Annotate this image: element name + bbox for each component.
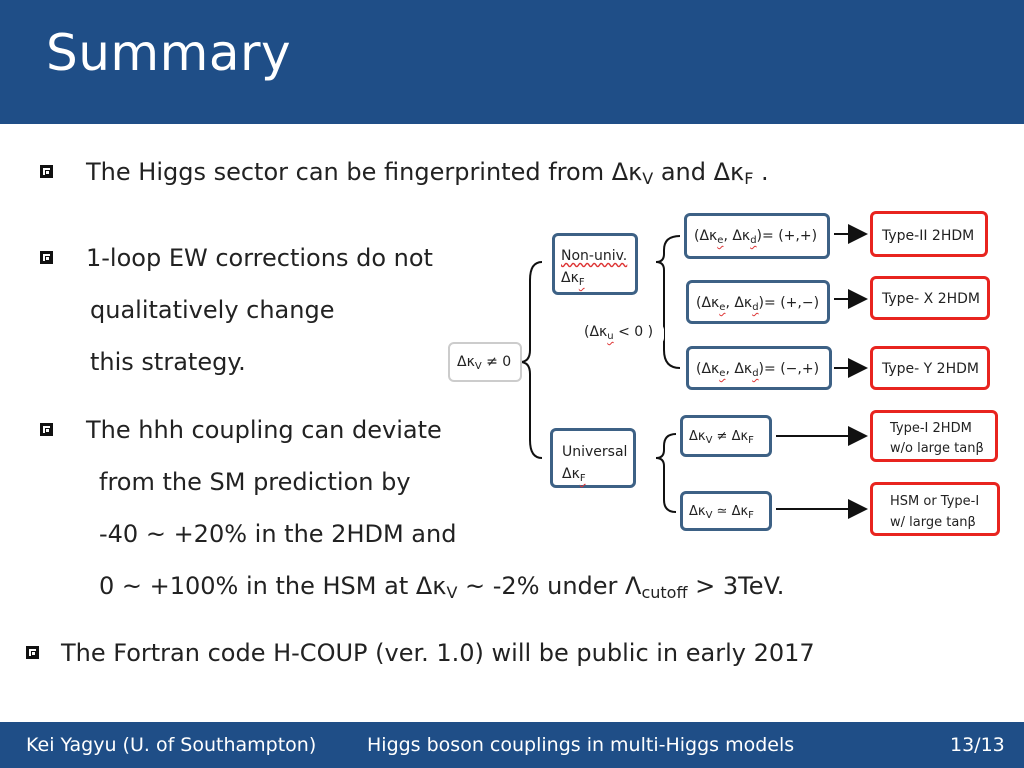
text-part: , Δκ xyxy=(725,361,753,377)
bullet-hhh-line3: -40 ~ +20% in the 2HDM and xyxy=(99,520,457,548)
text-part: Δκ xyxy=(689,504,706,519)
subscript: e xyxy=(717,235,724,246)
nonuniv-box: Non-univ. ΔκF xyxy=(552,233,638,295)
footer-page-number: 13/13 xyxy=(950,734,1005,756)
bullet-ew-line3: this strategy. xyxy=(90,348,246,376)
text-part: (Δκ xyxy=(584,324,608,340)
subscript: d xyxy=(750,235,757,246)
text-part: . xyxy=(753,158,769,186)
bullet-ew-line1: 1-loop EW corrections do not xyxy=(86,244,433,272)
subscript: F xyxy=(578,277,585,288)
sign-pm-box: (Δκe, Δκd)= (+,−) xyxy=(686,280,830,324)
hsm-box: HSM or Type-I w/ large tanβ xyxy=(870,482,1000,536)
text-part: < 0 ) xyxy=(613,324,654,340)
text-part: ≠ Δκ xyxy=(712,429,749,444)
subscript: F xyxy=(744,169,754,188)
subscript: V xyxy=(446,583,458,602)
text-part: The Higgs sector can be fingerprinted fr… xyxy=(86,158,643,186)
subscript: V xyxy=(705,435,713,446)
text-part: > 3TeV. xyxy=(687,572,785,600)
subscript: u xyxy=(607,331,614,342)
root-brace xyxy=(519,261,543,459)
slide-footer: Kei Yagyu (U. of Southampton) Higgs boso… xyxy=(0,722,1024,768)
type-y-box: Type- Y 2HDM xyxy=(870,346,990,390)
bullet-hhh-line2: from the SM prediction by xyxy=(99,468,411,496)
text-part: (Δκ xyxy=(696,361,720,377)
bullet-icon xyxy=(40,165,53,178)
bullet-hhh-line4: 0 ~ +100% in the HSM at ΔκV ~ -2% under … xyxy=(99,572,784,602)
text-part: ≠ 0 xyxy=(481,354,512,370)
type-ii-box: Type-II 2HDM xyxy=(870,211,988,257)
neq-box: ΔκV ≠ ΔκF xyxy=(680,415,772,457)
nonuniv-brace xyxy=(655,235,681,369)
type-i-box: Type-I 2HDM w/o large tanβ xyxy=(870,410,998,462)
text-part: Δκ xyxy=(561,270,579,286)
text-part: and Δκ xyxy=(653,158,745,186)
footer-author: Kei Yagyu (U. of Southampton) xyxy=(26,734,317,756)
universal-label: Universal xyxy=(562,444,628,460)
hsm-sublabel: w/ large tanβ xyxy=(890,515,976,530)
sign-mp-box: (Δκe, Δκd)= (−,+) xyxy=(686,346,832,390)
subscript: d xyxy=(752,368,759,379)
condition-label: (Δκu < 0 ) xyxy=(584,324,664,344)
bullet-ew-line2: qualitatively change xyxy=(90,296,335,324)
text-part: Δκ xyxy=(457,354,475,370)
subscript: V xyxy=(705,510,713,521)
subscript: F xyxy=(748,510,754,521)
nonuniv-label: Non-univ. xyxy=(561,248,628,264)
bullet-icon xyxy=(40,423,53,436)
text-part: Δκ xyxy=(562,466,580,482)
bullet-hcoup: The Fortran code H-COUP (ver. 1.0) will … xyxy=(61,639,815,667)
universal-brace xyxy=(655,433,677,513)
hsm-label: HSM or Type-I xyxy=(890,494,980,509)
text-part: Δκ xyxy=(689,429,706,444)
subscript: d xyxy=(752,302,759,313)
bullet-hhh-line1: The hhh coupling can deviate xyxy=(86,416,442,444)
sign-pp-box: (Δκe, Δκd)= (+,+) xyxy=(684,213,830,259)
approx-box: ΔκV ≃ ΔκF xyxy=(680,491,772,531)
root-box: ΔκV ≠ 0 xyxy=(448,342,522,382)
text-part: , Δκ xyxy=(723,228,751,244)
text-part: )= (+,+) xyxy=(756,228,818,244)
text-part: ~ -2% under Λ xyxy=(457,572,642,600)
footer-talk-title: Higgs boson couplings in multi-Higgs mod… xyxy=(367,734,795,756)
type-x-box: Type- X 2HDM xyxy=(870,276,990,320)
text-part: , Δκ xyxy=(725,295,753,311)
text-part: 0 ~ +100% in the HSM at Δκ xyxy=(99,572,447,600)
bullet-fingerprint: The Higgs sector can be fingerprinted fr… xyxy=(86,158,769,188)
bullet-icon xyxy=(40,251,53,264)
bullet-icon xyxy=(26,646,39,659)
subscript: e xyxy=(719,368,726,379)
subscript: cutoff xyxy=(641,583,688,602)
text-part: )= (+,−) xyxy=(758,295,820,311)
subscript: V xyxy=(642,169,654,188)
subscript: F xyxy=(748,435,754,446)
text-part: (Δκ xyxy=(696,295,720,311)
slide-header: Summary xyxy=(0,0,1024,124)
universal-box: Universal ΔκF xyxy=(550,428,636,488)
text-part: )= (−,+) xyxy=(758,361,820,377)
text-part: (Δκ xyxy=(694,228,718,244)
subscript: V xyxy=(474,361,482,372)
subscript: F xyxy=(579,473,586,484)
subscript: e xyxy=(719,302,726,313)
type-i-label: Type-I 2HDM xyxy=(890,421,972,436)
text-part: ≃ Δκ xyxy=(712,504,749,519)
type-i-sublabel: w/o large tanβ xyxy=(890,441,984,456)
slide-title: Summary xyxy=(46,24,292,82)
